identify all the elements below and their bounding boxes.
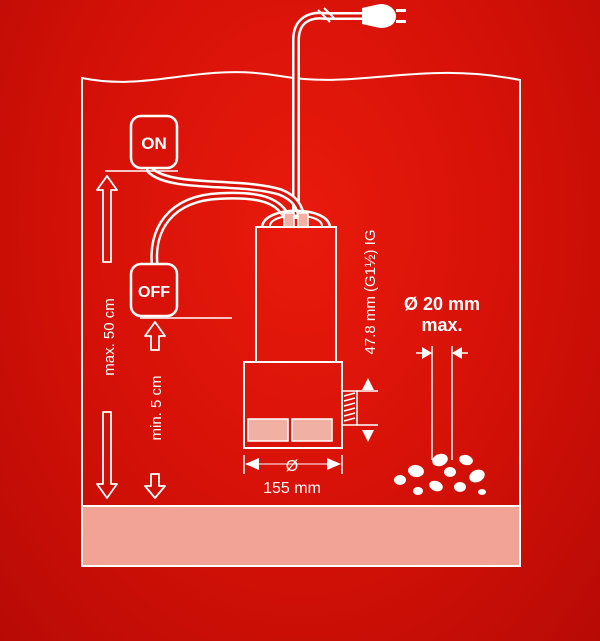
pump-cable-entry-2 (297, 212, 309, 228)
pump-handle (260, 209, 332, 229)
max-level-arrow (96, 175, 118, 499)
plug-icon (317, 4, 406, 28)
pump-width-label: 155 mm (263, 480, 321, 497)
float-switch-on (129, 114, 179, 170)
particle-size-qualifier: max. (421, 315, 462, 335)
power-cable (292, 11, 366, 219)
float-switch-off (129, 262, 179, 318)
pump (243, 209, 358, 449)
float-switch-on-label: ON (141, 134, 167, 153)
pump-cable-entry-1 (283, 212, 295, 228)
min-level-label: min. 5 cm (148, 375, 165, 440)
tank-outline (81, 71, 521, 566)
tank-floor (81, 505, 521, 567)
pump-motor-housing (255, 226, 337, 363)
outlet-label: 47.8 mm (G1½) IG (362, 229, 379, 354)
solid-particles (394, 453, 486, 495)
diameter-symbol: Ø (286, 458, 298, 475)
power-cable-inner (294, 14, 364, 217)
float-cable-off (150, 191, 292, 272)
pump-outlet-thread (341, 390, 358, 426)
particle-size-label: Ø 20 mm (404, 294, 480, 314)
max-level-label: max. 50 cm (101, 298, 118, 376)
pump-width-dimension (243, 455, 343, 474)
pump-inlet-window-right (291, 418, 333, 442)
float-switch-off-label: OFF (138, 284, 170, 301)
outlet-dimension (357, 378, 378, 442)
particle-size-dimension (416, 346, 468, 460)
pump-inlet-window-left (247, 418, 289, 442)
min-level-arrow (144, 321, 166, 499)
